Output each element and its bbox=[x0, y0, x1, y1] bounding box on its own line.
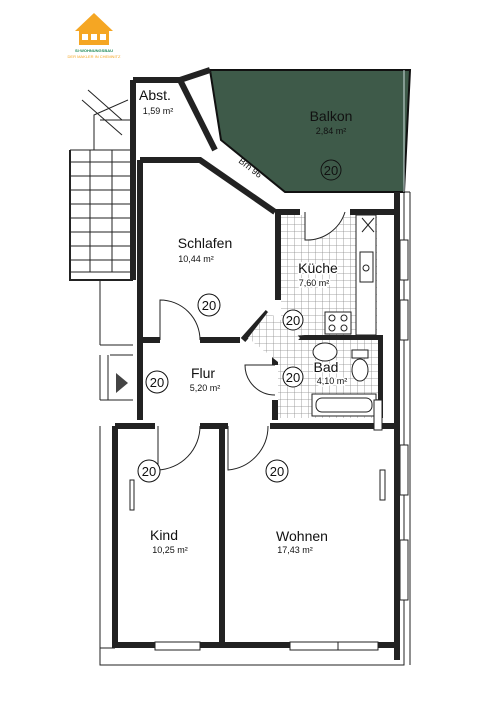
room-bad: Bad 4,10 m² 20 bbox=[282, 358, 349, 388]
room-balkon-name: Balkon bbox=[310, 108, 353, 124]
room-schlafen-area: 10,44 m² bbox=[178, 254, 214, 264]
balcony-area bbox=[208, 69, 412, 193]
logo-line2: DER MAKLER IN CHEMNITZ bbox=[68, 54, 121, 59]
room-kind: Kind 10,25 m² 20 bbox=[137, 459, 188, 555]
radiator-icon bbox=[373, 399, 383, 431]
room-kind-door-number: 20 bbox=[142, 464, 156, 479]
room-balkon-door-number: 20 bbox=[324, 163, 338, 178]
room-wohnen-name: Wohnen bbox=[276, 528, 328, 544]
room-schlafen: Schlafen 10,44 m² 20 bbox=[178, 235, 232, 317]
room-schlafen-door-number: 20 bbox=[202, 298, 216, 313]
bathtub-icon bbox=[311, 393, 377, 417]
logo-line1: SI·WOHNUNGSBAU bbox=[75, 48, 113, 53]
room-kueche-door-number: 20 bbox=[286, 313, 300, 328]
room-abst-area: 1,59 m² bbox=[143, 106, 174, 116]
room-wohnen-door-number: 20 bbox=[270, 464, 284, 479]
room-kind-name: Kind bbox=[150, 527, 178, 543]
room-schlafen-name: Schlafen bbox=[178, 235, 232, 251]
kitchen-sink-icon bbox=[359, 251, 374, 283]
entrance-arrow-icon bbox=[116, 373, 128, 393]
room-balkon-area: 2,84 m² bbox=[316, 126, 347, 136]
stairwell bbox=[69, 89, 133, 401]
room-abst: Abst. 1,59 m² bbox=[139, 87, 173, 116]
walls bbox=[112, 67, 400, 660]
room-wohnen: Wohnen 17,43 m² 20 bbox=[265, 459, 328, 555]
room-kind-area: 10,25 m² bbox=[152, 545, 188, 555]
windows bbox=[154, 239, 409, 651]
outer-frame bbox=[99, 191, 411, 666]
room-flur-name: Flur bbox=[191, 365, 215, 381]
room-abst-name: Abst. bbox=[139, 87, 171, 103]
stove-icon bbox=[324, 311, 352, 335]
room-bad-area: 4,10 m² bbox=[317, 376, 348, 386]
room-kueche: Küche 7,60 m² 20 bbox=[282, 259, 340, 331]
room-kueche-name: Küche bbox=[298, 260, 338, 276]
room-balkon: Balkon 2,84 m² 20 bbox=[310, 108, 353, 181]
washbasin-icon bbox=[312, 342, 338, 362]
door-swings bbox=[100, 119, 276, 471]
room-kueche-area: 7,60 m² bbox=[299, 278, 330, 288]
room-flur-area: 5,20 m² bbox=[190, 383, 221, 393]
radiators bbox=[129, 469, 386, 511]
logo-house-icon bbox=[75, 13, 113, 31]
toilet-icon bbox=[351, 358, 369, 382]
room-flur: Flur 5,20 m² 20 bbox=[145, 365, 221, 394]
company-logo: SI·WOHNUNGSBAU DER MAKLER IN CHEMNITZ bbox=[68, 13, 121, 59]
room-bad-door-number: 20 bbox=[286, 370, 300, 385]
room-bad-name: Bad bbox=[314, 359, 339, 375]
room-flur-door-number: 20 bbox=[150, 375, 164, 390]
room-wohnen-area: 17,43 m² bbox=[277, 545, 313, 555]
